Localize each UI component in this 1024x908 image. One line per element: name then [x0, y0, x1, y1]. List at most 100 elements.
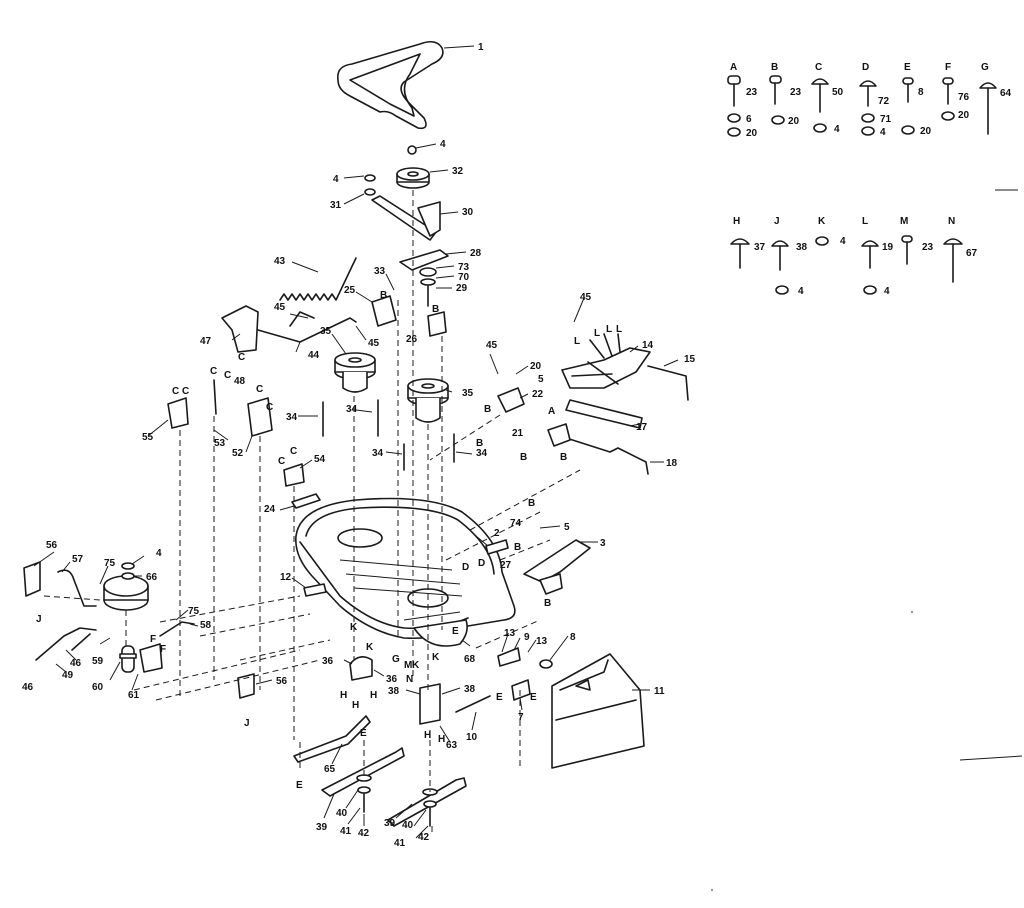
callout-56: 56 [46, 540, 58, 551]
legend-washer-number: 20 [920, 126, 932, 137]
nut-icon [727, 127, 741, 137]
legend-letter: N [948, 216, 955, 227]
callout-45: 45 [368, 338, 380, 349]
legend-bolt-number: 37 [754, 242, 766, 253]
ref-letter: H [438, 734, 445, 745]
legend-bolt-number: 23 [922, 242, 934, 253]
legend-bolt-number: 23 [790, 87, 802, 98]
legend-washer-number: 71 [880, 114, 892, 125]
ref-letter: F [160, 644, 166, 655]
legend-bolt-number: 67 [966, 248, 978, 259]
mower-deck-housing [295, 497, 516, 647]
bolt-icon [859, 80, 877, 107]
callout-45: 45 [274, 302, 286, 313]
bolt-icon [901, 235, 913, 265]
callout-45: 45 [580, 292, 592, 303]
nut-icon [771, 115, 785, 125]
callout-34: 34 [346, 404, 358, 415]
callout-28: 28 [470, 248, 482, 259]
ref-letter: E [452, 626, 459, 637]
callout-13: 13 [504, 628, 516, 639]
ref-letter: L [606, 324, 612, 335]
callout-31: 31 [330, 200, 342, 211]
legend-washer-number: 6 [746, 114, 752, 125]
legend-bolt-number: 8 [918, 87, 924, 98]
blade-39-left [321, 747, 405, 797]
callout-40: 40 [336, 808, 348, 819]
callout-7: 7 [518, 712, 524, 723]
callout-54: 54 [314, 454, 326, 465]
ref-letter: L [616, 324, 622, 335]
ref-letter: G [392, 654, 400, 665]
callout-55: 55 [142, 432, 154, 443]
callout-2: 2 [494, 528, 500, 539]
callout-38: 38 [388, 686, 400, 697]
ref-letter: L [594, 328, 600, 339]
callout-52: 52 [232, 448, 244, 459]
callout-26: 26 [406, 334, 418, 345]
legend-bolt-number: 64 [1000, 88, 1012, 99]
callout-4: 4 [333, 174, 339, 185]
callout-18: 18 [666, 458, 678, 469]
callout-24: 24 [264, 504, 276, 515]
callout-42: 42 [358, 828, 370, 839]
ref-letter: D [478, 558, 485, 569]
callout-13: 13 [536, 636, 548, 647]
callout-36: 36 [322, 656, 334, 667]
legend-washer-number: 4 [884, 286, 890, 297]
ref-letter: B [484, 404, 491, 415]
legend-letter: F [945, 62, 951, 73]
bolt-icon [902, 77, 914, 103]
callout-39: 39 [316, 822, 328, 833]
ref-letter: C [210, 366, 217, 377]
tension-spring [279, 257, 357, 301]
legend-washer-number: 20 [788, 116, 800, 127]
callout-4: 4 [156, 548, 162, 559]
callout-8: 8 [570, 632, 576, 643]
callout-27: 27 [500, 560, 512, 571]
bolt-icon [979, 82, 997, 135]
callout-42: 42 [418, 832, 430, 843]
callout-9: 9 [524, 632, 530, 643]
ref-letter: C [238, 352, 245, 363]
ref-letter: C [256, 384, 263, 395]
nut-icon [941, 111, 955, 121]
nut-icon [775, 285, 789, 295]
legend-washer-number: 4 [880, 127, 886, 138]
callout-29: 29 [456, 283, 468, 294]
callout-66: 66 [146, 572, 158, 583]
nut-icon [813, 123, 827, 133]
callout-46: 46 [70, 658, 82, 669]
ref-letter: C [182, 386, 189, 397]
bolt-icon [811, 78, 829, 113]
bolt-icon [861, 240, 879, 269]
ref-letter: L [574, 336, 580, 347]
callout-34: 34 [372, 448, 384, 459]
callout-36: 36 [386, 674, 398, 685]
callout-41: 41 [340, 826, 352, 837]
ref-letter: B [514, 542, 521, 553]
legend-letter: E [904, 62, 911, 73]
callout-58: 58 [200, 620, 212, 631]
callout-25: 25 [344, 285, 356, 296]
ref-letter: K [366, 642, 374, 653]
ref-letter: H [340, 690, 347, 701]
bolt-icon [943, 238, 963, 283]
callout-65: 65 [324, 764, 336, 775]
callout-73: 73 [458, 262, 470, 273]
callout-75: 75 [104, 558, 116, 569]
callout-numbers: 1 4 32 4 31 30 28 73 70 29 43 33 25 26 4… [22, 42, 696, 849]
legend-bolt-number: 4 [840, 236, 846, 247]
callout-38: 38 [464, 684, 476, 695]
callout-74: 74 [510, 518, 522, 529]
ref-letter: F [150, 634, 156, 645]
parts-drawing [23, 40, 689, 827]
legend-bolt-number: 72 [878, 96, 890, 107]
callout-41: 41 [394, 838, 406, 849]
legend-letter: L [862, 216, 868, 227]
callout-32: 32 [452, 166, 464, 177]
callout-21: 21 [512, 428, 524, 439]
callout-3: 3 [600, 538, 606, 549]
legend-letter: H [733, 216, 740, 227]
nut-icon [901, 125, 915, 135]
